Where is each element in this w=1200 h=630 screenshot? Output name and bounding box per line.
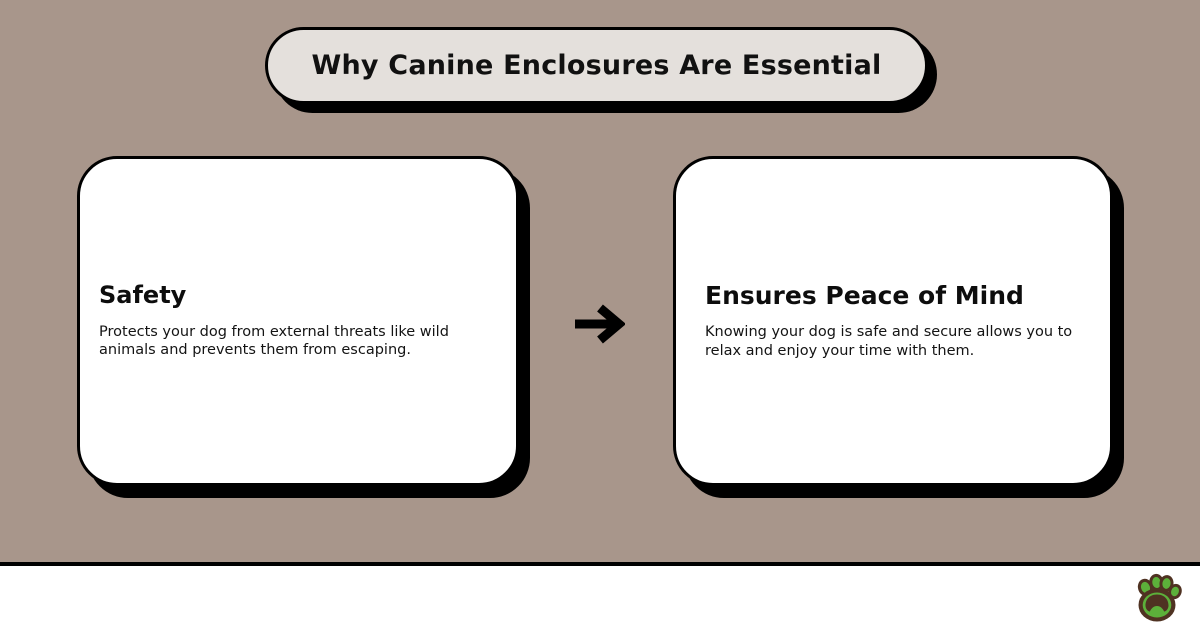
title-banner: Why Canine Enclosures Are Essential [265,27,937,113]
page-title: Why Canine Enclosures Are Essential [311,50,882,81]
arrow-right-icon [573,303,626,345]
footer-divider [0,562,1200,566]
infographic-canvas: Why Canine Enclosures Are Essential Safe… [0,0,1200,562]
card-safety-description: Protects your dog from external threats … [99,323,449,359]
card-safety: Safety Protects your dog from external t… [77,156,530,498]
card-safety-content: Safety Protects your dog from external t… [80,159,516,483]
card-peace-of-mind-body: Ensures Peace of Mind Knowing your dog i… [673,156,1113,486]
card-safety-heading: Safety [99,281,187,310]
card-peace-of-mind: Ensures Peace of Mind Knowing your dog i… [673,156,1124,498]
paw-print-logo [1132,570,1186,624]
title-banner-body: Why Canine Enclosures Are Essential [265,27,928,104]
card-peace-of-mind-content: Ensures Peace of Mind Knowing your dog i… [676,159,1110,483]
card-peace-of-mind-heading: Ensures Peace of Mind [705,280,1024,310]
footer-bar [0,566,1200,630]
card-peace-of-mind-description: Knowing your dog is safe and secure allo… [705,324,1073,359]
card-safety-body: Safety Protects your dog from external t… [77,156,519,486]
